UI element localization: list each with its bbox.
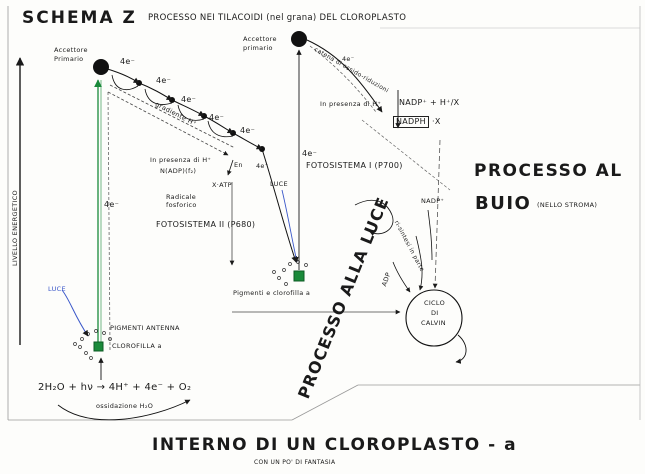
calvin-nadp-label: NADP⁺ [421,197,445,205]
ps1-presence-label: In presenza di H⁺ [320,100,382,108]
ps2-to-ps1-arrow [261,148,298,263]
ps2-presence-label: In presenza di H⁺ [150,156,212,164]
ps2-light-arrow [61,289,89,337]
ps1-chlorophyll-square [293,270,305,282]
calvin-line3: CALVIN [421,319,446,327]
ps1-en-e: 4e⁻ [256,162,269,170]
ps2-luce-label: LUCE [48,285,66,293]
ps1-nadph-x: ·X [432,117,441,126]
ps2-pigment-dots [73,329,112,360]
ps1-nadph: NADPH [393,116,429,128]
calvin-cycle-circle [405,289,463,347]
water-equation: 2H₂O + hν → 4H⁺ + 4e⁻ + O₂ [38,382,192,393]
ps2-e-label-3: 4e⁻ [181,95,197,104]
water-oxidation-arrow [57,399,191,421]
ps1-light-arrow [281,189,299,263]
calvin-line1: CICLO [424,299,445,307]
dark-process-line2: BUIO [475,193,532,214]
ps1-acceptor-label: Accettore primario [243,35,277,52]
ps2-acceptor-label: Accettore Primario [54,46,88,63]
dark-process-note: (NELLO STROMA) [537,201,598,209]
ps2-chlorophyll-square [93,341,104,352]
ps2-nadp-label: N(ADP)(f₂) [160,167,197,175]
water-caption: ossidazione H₂O [96,402,154,410]
ps2-chlorophyll-label: CLOROFILLA a [112,342,162,350]
ps1-equation: NADP⁺ + H⁺/X [399,98,460,107]
page-title: SCHEMA Z [22,8,137,28]
ps2-xatp-label: X·ATP [212,181,232,189]
dark-process-line1: PROCESSO AL [474,161,623,181]
ps1-luce-label: LUCE [270,180,288,188]
ps2-e-label-2: 4e⁻ [156,76,172,85]
calvin-line2: DI [431,309,439,317]
ps2-name: FOTOSISTEMA II (P680) [156,220,256,229]
ps1-acceptor-dot [291,31,307,47]
footer-title: INTERNO DI UN CLOROPLASTO - a [152,435,518,455]
ps1-pigment-label: Pigmenti e clorofilla a [233,289,311,297]
footer-subtitle: CON UN PO' DI FANTASIA [254,459,336,466]
ps2-e-label-5: 4e⁻ [240,126,256,135]
ps2-e-label-1: 4e⁻ [120,57,136,66]
ps2-en-label: En [234,161,243,169]
ps1-name: FOTOSISTEMA I (P700) [306,161,403,170]
energy-axis-label: LIVELLO ENERGETICO [11,190,19,266]
ps2-e-label-4: 4e⁻ [209,113,225,122]
ps1-pigment-dots [272,260,308,286]
ps1-vertical-e: 4e⁻ [302,149,318,158]
ps2-radicale-label: Radicale fosforico [166,193,197,210]
page-subtitle: PROCESSO NEI TILACOIDI (nel grana) DEL C… [148,13,407,23]
ps2-vertical-e: 4e⁻ [104,200,120,209]
ps1-e-label: 4e⁻ [342,55,355,63]
ps2-pigment-label: PIGMENTI ANTENNA [110,324,180,332]
